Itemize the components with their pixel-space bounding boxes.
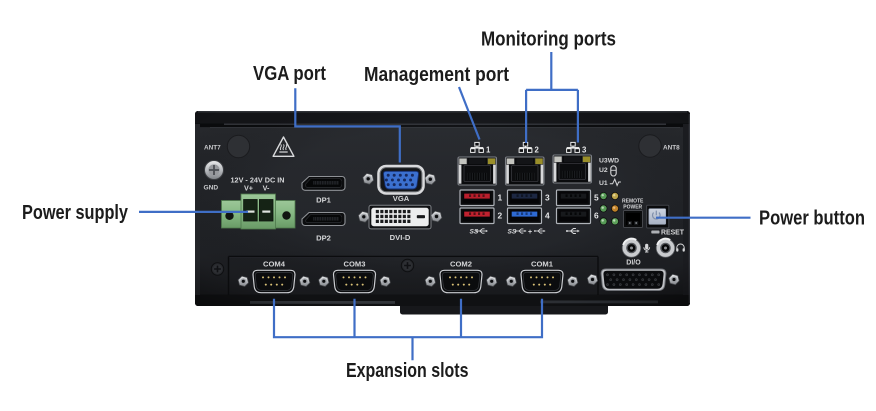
svg-text:1: 1 — [498, 193, 503, 203]
svg-text:6: 6 — [594, 211, 599, 221]
svg-text:3: 3 — [582, 146, 587, 155]
svg-text:U2: U2 — [599, 167, 608, 174]
svg-text:VGA port: VGA port — [253, 63, 326, 85]
svg-text:Management port: Management port — [364, 64, 509, 86]
svg-text:+: + — [528, 229, 532, 236]
svg-text:COM4: COM4 — [263, 259, 286, 268]
svg-text:DI/O: DI/O — [626, 260, 641, 267]
svg-text:V-: V- — [263, 184, 270, 193]
svg-text:ANT7: ANT7 — [204, 145, 221, 152]
svg-text:5: 5 — [594, 193, 599, 203]
svg-text:2: 2 — [535, 146, 540, 155]
svg-text:COM2: COM2 — [450, 259, 472, 268]
svg-text:SS: SS — [508, 229, 517, 236]
svg-text:Monitoring ports: Monitoring ports — [481, 28, 616, 50]
svg-text:V+: V+ — [244, 184, 253, 193]
svg-text:12V - 24V DC IN: 12V - 24V DC IN — [231, 175, 285, 184]
svg-text:3: 3 — [545, 193, 550, 203]
svg-text:U1: U1 — [599, 180, 608, 187]
svg-text:DVI-D: DVI-D — [390, 233, 411, 242]
svg-text:COM1: COM1 — [531, 259, 554, 268]
svg-text:RESET: RESET — [661, 230, 685, 237]
svg-text:REMOTE: REMOTE — [622, 199, 644, 205]
svg-text:SS: SS — [470, 229, 479, 236]
svg-text:COM3: COM3 — [344, 259, 366, 268]
svg-text:GND: GND — [204, 185, 219, 192]
svg-text:U3WD: U3WD — [599, 157, 619, 164]
svg-text:1: 1 — [486, 146, 491, 155]
svg-text:POWER: POWER — [623, 204, 642, 210]
svg-text:VGA: VGA — [393, 194, 410, 203]
svg-text:DP1: DP1 — [316, 196, 332, 205]
svg-text:4: 4 — [545, 211, 550, 221]
svg-text:2: 2 — [498, 211, 503, 221]
svg-text:ANT8: ANT8 — [663, 145, 680, 152]
svg-text:DP2: DP2 — [316, 234, 331, 243]
svg-text:Expansion slots: Expansion slots — [346, 360, 469, 382]
svg-text:Power supply: Power supply — [22, 202, 129, 224]
svg-text:Power button: Power button — [759, 207, 865, 229]
